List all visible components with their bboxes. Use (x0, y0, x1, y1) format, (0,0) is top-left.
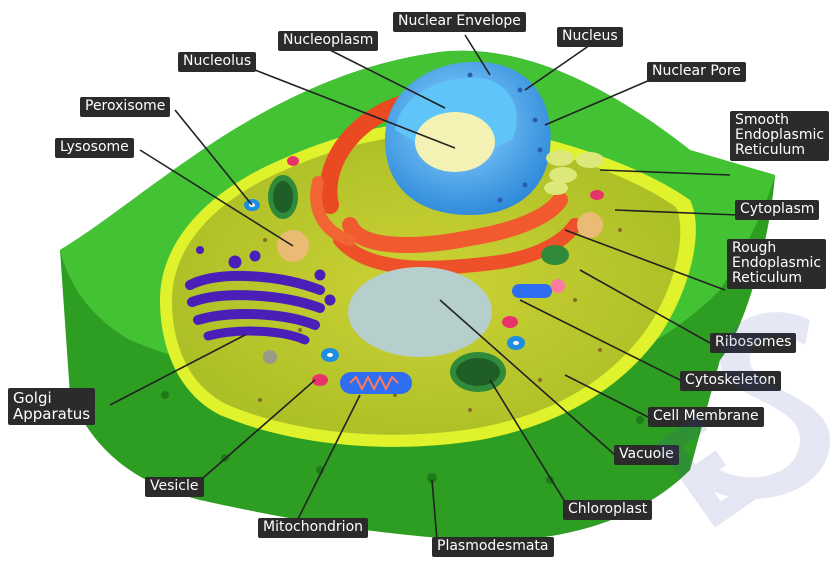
label-cytoplasm: Cytoplasm (735, 200, 819, 220)
label-golgi-line2: Apparatus (13, 406, 90, 422)
label-smooth-er: Smooth Endoplasmic Reticulum (730, 111, 829, 161)
label-smooth-er-line1: Smooth (735, 113, 824, 128)
label-rough-er: Rough Endoplasmic Reticulum (727, 239, 826, 289)
label-nuclear-envelope: Nuclear Envelope (393, 12, 526, 32)
label-golgi-line1: Golgi (13, 390, 90, 406)
watermark (560, 300, 838, 558)
label-rough-er-line2: Endoplasmic (732, 256, 821, 271)
label-rough-er-line3: Reticulum (732, 271, 821, 286)
label-mitochondrion: Mitochondrion (258, 518, 368, 538)
label-plasmodesmata: Plasmodesmata (432, 537, 554, 557)
label-nuclear-pore: Nuclear Pore (647, 62, 746, 82)
label-rough-er-line1: Rough (732, 241, 821, 256)
label-smooth-er-line2: Endoplasmic (735, 128, 824, 143)
nucleus (385, 62, 551, 215)
label-nucleoplasm: Nucleoplasm (278, 31, 378, 51)
label-nucleolus: Nucleolus (178, 52, 256, 72)
label-lysosome: Lysosome (55, 138, 134, 158)
label-nucleus: Nucleus (557, 27, 623, 47)
label-peroxisome: Peroxisome (80, 97, 170, 117)
label-golgi-apparatus: Golgi Apparatus (8, 388, 95, 425)
label-smooth-er-line3: Reticulum (735, 143, 824, 158)
label-vesicle: Vesicle (145, 477, 204, 497)
vacuole (348, 267, 492, 357)
